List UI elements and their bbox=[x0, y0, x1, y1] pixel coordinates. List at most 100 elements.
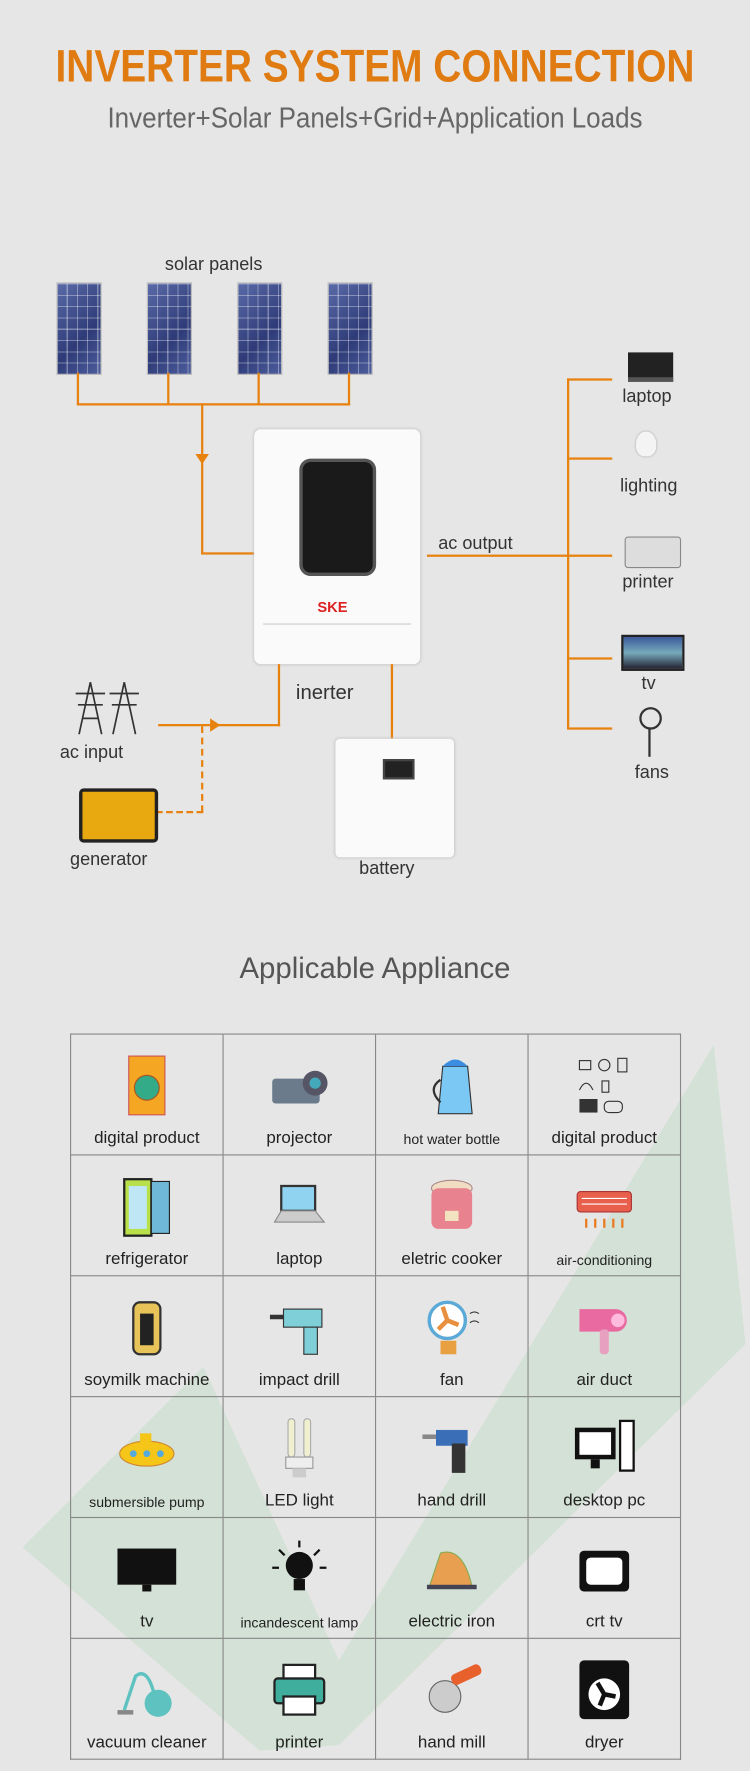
solar-panel-icon bbox=[56, 282, 102, 375]
washing-machine-icon bbox=[128, 1055, 166, 1116]
load-label: lighting bbox=[620, 476, 678, 496]
appliance-row: digital product projector hot water bottle… bbox=[70, 1033, 682, 1156]
printer-icon bbox=[624, 536, 682, 569]
appliance-cell: dryer bbox=[527, 1637, 682, 1760]
appliance-cell: fan bbox=[374, 1275, 529, 1398]
appliance-label: refrigerator bbox=[105, 1249, 189, 1269]
appliance-label: eletric cooker bbox=[401, 1249, 503, 1269]
air-conditioner-icon bbox=[576, 1191, 632, 1228]
appliance-label: incandescent lamp bbox=[240, 1615, 359, 1631]
section-title: Applicable Appliance bbox=[239, 951, 511, 985]
laptop-icon bbox=[628, 352, 674, 382]
solar-panels-label: solar panels bbox=[164, 255, 263, 275]
appliance-label: tv bbox=[140, 1611, 154, 1631]
appliance-label: LED light bbox=[264, 1490, 334, 1511]
appliance-cell: incandescent lamp bbox=[222, 1516, 377, 1639]
projector-icon bbox=[272, 1070, 328, 1104]
appliance-label: soymilk machine bbox=[84, 1370, 210, 1390]
appliance-label: electric iron bbox=[408, 1611, 496, 1631]
appliance-cell: vacuum cleaner bbox=[70, 1637, 224, 1760]
appliance-label: digital product bbox=[551, 1128, 658, 1148]
dashed-wire bbox=[155, 810, 204, 814]
crt-tv-icon bbox=[579, 1550, 630, 1592]
appliance-row: submersible pump LED light hand drill deskt… bbox=[70, 1396, 682, 1519]
arrow-right-icon bbox=[210, 718, 221, 732]
solar-panel-icon bbox=[146, 282, 193, 375]
page-title: INVERTER SYSTEM CONNECTION bbox=[55, 41, 695, 92]
appliance-cell: submersible pump bbox=[70, 1396, 224, 1519]
appliance-cell: impact drill bbox=[222, 1275, 377, 1398]
appliance-cell: digital product bbox=[527, 1033, 682, 1156]
wire bbox=[201, 552, 255, 555]
page-subtitle: Inverter+Solar Panels+Grid+Application L… bbox=[107, 102, 643, 135]
dryer-icon bbox=[579, 1660, 630, 1720]
wire bbox=[567, 554, 613, 557]
inverter-screen bbox=[299, 458, 377, 577]
appliance-cell: air-conditioning bbox=[527, 1154, 682, 1277]
generator-icon bbox=[79, 788, 159, 843]
appliance-label: crt tv bbox=[585, 1611, 623, 1631]
grinder-icon bbox=[428, 1664, 482, 1713]
iron-icon bbox=[426, 1551, 477, 1590]
battery-image bbox=[335, 738, 455, 858]
power-tower-icon bbox=[75, 682, 139, 735]
solar-panel-icon bbox=[237, 282, 283, 375]
tv-icon bbox=[621, 634, 685, 671]
appliance-label: projector bbox=[266, 1128, 333, 1148]
appliance-cell: hot water bottle bbox=[374, 1033, 529, 1156]
bulb-icon bbox=[285, 1418, 314, 1478]
wire bbox=[567, 457, 613, 460]
wire bbox=[257, 372, 260, 405]
appliance-row: refrigerator laptop eletric cooker air-cond… bbox=[70, 1154, 682, 1277]
appliance-label: fan bbox=[440, 1370, 464, 1390]
wire bbox=[567, 378, 570, 729]
inverter-brand: SKE bbox=[317, 598, 348, 616]
printer-icon bbox=[273, 1663, 326, 1716]
kettle-icon bbox=[432, 1059, 473, 1115]
wire bbox=[426, 554, 569, 557]
load-label: laptop bbox=[622, 387, 672, 407]
wire bbox=[567, 727, 613, 730]
appliance-label: submersible pump bbox=[89, 1494, 205, 1511]
appliance-cell: desktop pc bbox=[527, 1396, 682, 1519]
appliance-label: hand mill bbox=[417, 1732, 486, 1752]
solar-panel-icon bbox=[327, 282, 373, 375]
fridge-icon bbox=[123, 1178, 170, 1237]
appliance-cell: hand mill bbox=[374, 1637, 529, 1760]
load-label: fans bbox=[634, 763, 669, 783]
wire bbox=[201, 403, 204, 554]
appliance-cell: soymilk machine bbox=[70, 1275, 224, 1398]
appliance-cell: digital product bbox=[70, 1033, 224, 1156]
appliance-cell: air duct bbox=[527, 1275, 682, 1398]
wire bbox=[347, 372, 351, 405]
appliance-cell: crt tv bbox=[527, 1516, 682, 1639]
appliance-label: air duct bbox=[576, 1370, 633, 1390]
appliance-row: soymilk machine impact drill fan air duct bbox=[70, 1275, 682, 1398]
ac-output-label: ac output bbox=[438, 534, 513, 554]
appliance-label: impact drill bbox=[258, 1370, 340, 1390]
appliance-cell: LED light bbox=[222, 1396, 377, 1519]
light-bulb-icon bbox=[635, 431, 657, 457]
appliance-cell: refrigerator bbox=[70, 1154, 224, 1277]
generator-label: generator bbox=[70, 850, 148, 870]
divider bbox=[263, 623, 412, 625]
hand-drill-icon bbox=[422, 1429, 468, 1473]
wire bbox=[390, 664, 394, 739]
desktop-icon bbox=[574, 1419, 635, 1472]
appliance-cell: projector bbox=[222, 1033, 377, 1156]
fan-icon bbox=[427, 1300, 480, 1355]
load-label: printer bbox=[622, 572, 674, 592]
appliance-label: hand drill bbox=[417, 1490, 487, 1511]
appliance-grid: digital product projector hot water bottle… bbox=[70, 1033, 682, 1760]
inverter-image: SKE bbox=[254, 429, 421, 665]
appliance-cell: laptop bbox=[222, 1154, 377, 1277]
fan-stand bbox=[648, 727, 651, 757]
appliance-cell: electric iron bbox=[374, 1516, 529, 1639]
appliance-label: laptop bbox=[276, 1249, 323, 1269]
appliance-cell: printer bbox=[222, 1637, 377, 1760]
battery-display bbox=[382, 759, 415, 780]
vacuum-icon bbox=[117, 1672, 172, 1717]
inverter-label: inerter bbox=[295, 681, 354, 704]
appliance-cell: hand drill bbox=[374, 1396, 529, 1519]
